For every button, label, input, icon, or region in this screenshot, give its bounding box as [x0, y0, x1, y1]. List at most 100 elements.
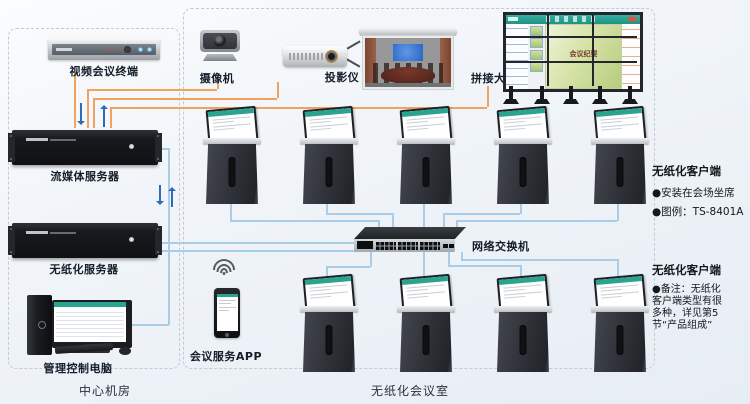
wifi-arc — [213, 259, 235, 270]
wifi-arc — [220, 268, 228, 273]
video-terminal-label: 视频会议终端 — [69, 65, 139, 78]
flow-down-arrow-icon — [77, 103, 85, 125]
network-switch — [354, 227, 466, 255]
wall-toolbar — [546, 16, 596, 22]
wall-right-panel — [622, 24, 640, 89]
rack-ear — [8, 133, 15, 162]
power-button-icon — [129, 144, 134, 149]
text-line — [601, 290, 639, 296]
av-line — [487, 86, 489, 107]
text-line — [212, 115, 251, 121]
indicator-led — [108, 48, 110, 50]
network-line — [326, 266, 328, 280]
video-conference-terminal — [48, 38, 160, 60]
thumbnail — [530, 62, 543, 72]
pc-tower — [27, 295, 52, 355]
wall-bezel — [503, 61, 637, 63]
text-line — [503, 288, 525, 292]
wall-stand — [569, 86, 573, 99]
room-table — [381, 67, 435, 83]
text-line — [213, 122, 251, 128]
paperless-terminal — [491, 105, 555, 204]
network-line — [230, 204, 232, 221]
paperless-terminal — [394, 273, 458, 372]
pc-app-header — [54, 302, 126, 307]
wall-stand-foot — [503, 99, 519, 104]
wall-stand-foot — [622, 99, 638, 104]
video-wall-frame: 会议纪要 — [503, 12, 643, 92]
terminal-lift — [300, 306, 358, 312]
paperless-terminal — [297, 273, 361, 372]
paperless-server — [8, 223, 162, 258]
projector-vent — [289, 53, 323, 60]
network-line — [443, 213, 520, 215]
av-line — [74, 72, 76, 128]
terminal-slot — [325, 157, 333, 187]
wall-app-logo — [508, 17, 518, 21]
power-button-icon — [129, 237, 134, 242]
network-line — [230, 220, 378, 222]
wall-document: 会议纪要 — [545, 24, 622, 89]
camera-lens-icon — [214, 35, 226, 47]
screw — [157, 158, 159, 160]
text-line — [310, 295, 332, 299]
annotation-bullet: ●安装在会场坐席 — [652, 187, 735, 199]
network-line — [326, 266, 370, 268]
av-line — [217, 78, 219, 89]
terminal-front-panel — [52, 44, 156, 55]
network-line — [520, 204, 522, 214]
text-line — [407, 127, 429, 131]
av-line — [87, 89, 217, 91]
terminal-button-icon — [147, 47, 152, 52]
meeting-room-label: 无纸化会议室 — [370, 384, 449, 398]
screw — [10, 158, 12, 160]
terminal-slot — [519, 325, 527, 355]
terminal-logo — [56, 48, 72, 51]
phone-text-line — [218, 306, 236, 308]
wall-stand — [540, 86, 544, 99]
terminal-cabinet — [303, 144, 355, 204]
text-line — [310, 290, 348, 296]
paperless-terminal — [394, 105, 458, 204]
network-line — [617, 204, 619, 221]
terminal-slot — [616, 325, 624, 355]
wall-document-title: 会议纪要 — [569, 50, 598, 58]
text-line — [309, 288, 331, 292]
terminal-lift — [203, 138, 261, 144]
text-line — [504, 295, 526, 299]
terminal-lift — [591, 306, 649, 312]
video-wall: 会议纪要 — [503, 12, 643, 105]
text-line — [407, 290, 445, 296]
av-line — [93, 98, 95, 128]
terminal-slot — [422, 157, 430, 187]
terminal-cabinet — [497, 312, 549, 372]
paperless-terminal — [297, 105, 361, 204]
switch-console-module — [357, 241, 373, 249]
network-line — [326, 204, 328, 214]
center-room-label: 中心机房 — [78, 384, 131, 398]
pc-spreadsheet — [56, 309, 124, 340]
switch-sfp-port — [443, 244, 448, 248]
wall-close-button — [628, 17, 637, 21]
meeting-app-phone — [214, 288, 240, 338]
wall-bezel — [592, 12, 594, 86]
screw — [10, 228, 12, 230]
terminal-button-icon — [138, 47, 143, 52]
network-line — [157, 148, 169, 150]
pc-monitor — [52, 300, 132, 348]
room-wood-panel — [440, 38, 451, 87]
wall-sidebar — [506, 24, 528, 89]
terminal-cabinet — [497, 144, 549, 204]
meeting-app-label: 会议服务APP — [189, 350, 263, 363]
terminal-slot — [422, 325, 430, 355]
wall-bezel — [547, 12, 549, 86]
terminal-slot — [228, 157, 236, 187]
network-line — [461, 252, 463, 260]
text-line — [309, 120, 331, 124]
center-room-box — [8, 28, 180, 369]
camera-label: 摄像机 — [199, 72, 235, 85]
annotation-note: ●备注：无纸化客户端类型有很多种，详见第5节“产品组成” — [652, 284, 722, 331]
text-line — [600, 120, 622, 124]
room-wood-panel — [365, 38, 376, 87]
